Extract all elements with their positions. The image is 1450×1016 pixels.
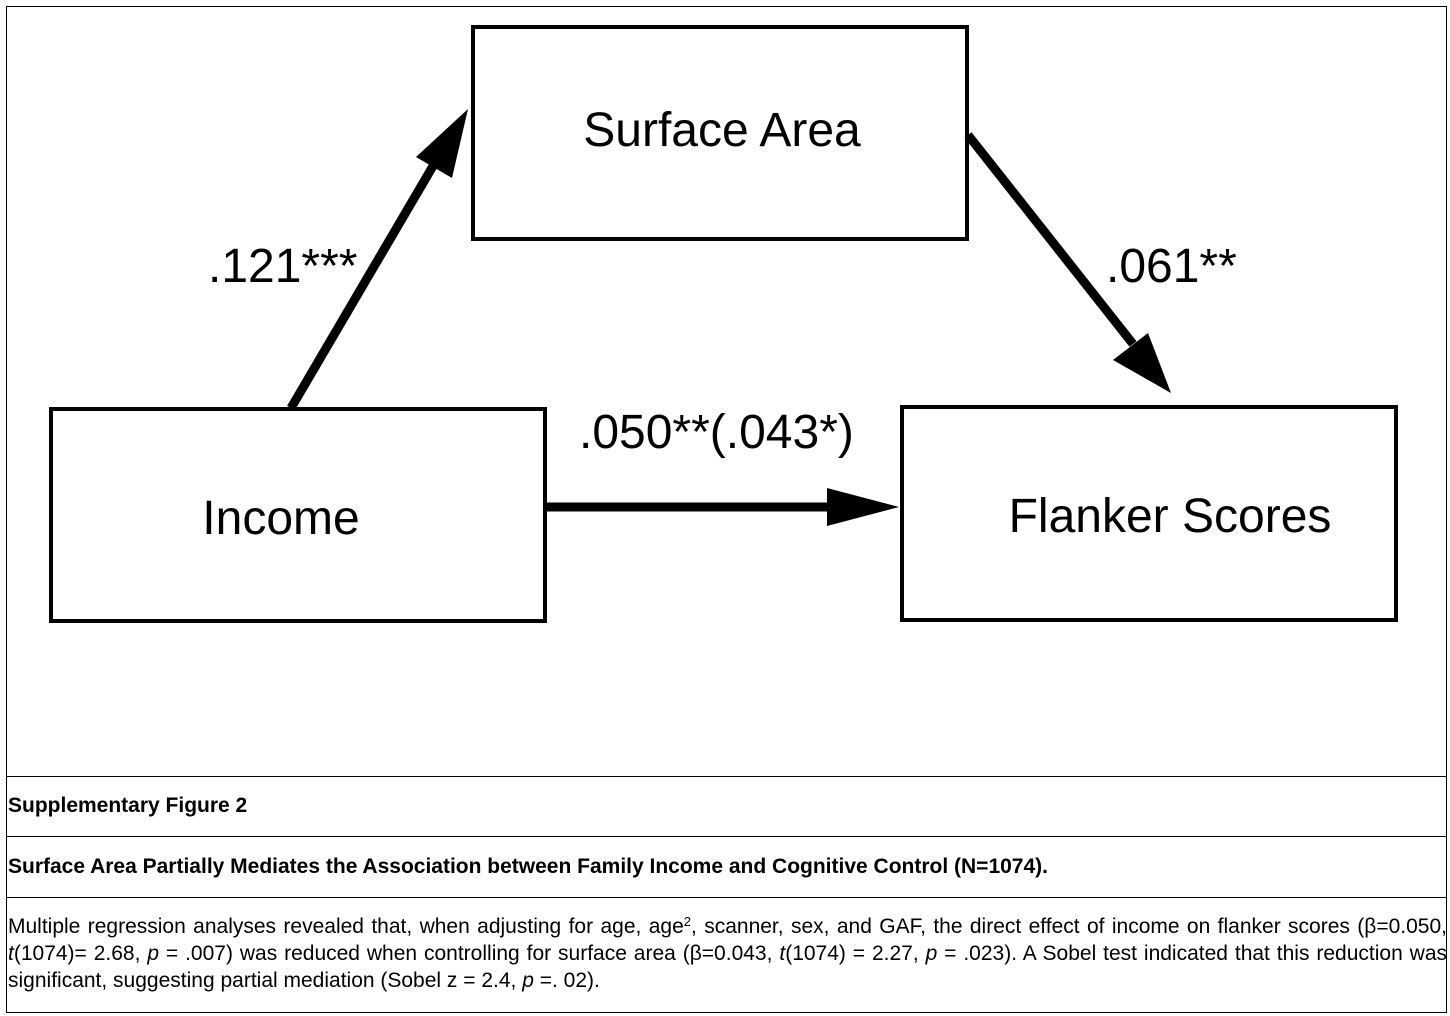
- italic-t: t: [779, 942, 786, 965]
- superscript: 2: [683, 914, 691, 929]
- coefficient-c-label: .050**(.043*): [579, 406, 854, 459]
- figure-label-row: Supplementary Figure 2: [7, 776, 1446, 837]
- arrow-income-to-surface-area: [287, 109, 468, 411]
- arrow-surface-area-to-flanker: [964, 132, 1171, 393]
- figure-label: Supplementary Figure 2: [8, 794, 248, 817]
- italic-t: t: [8, 942, 14, 965]
- figure-description: Multiple regression analyses revealed th…: [8, 913, 1447, 994]
- description-text: (1074)= 2.68,: [13, 942, 148, 965]
- figure-title: Surface Area Partially Mediates the Asso…: [8, 855, 1048, 878]
- diagram-cell: Surface Area Income Flanker Scores: [7, 7, 1446, 777]
- description-text: , scanner, sex, and GAF, the direct effe…: [691, 915, 1448, 938]
- figure-description-row: Multiple regression analyses revealed th…: [7, 898, 1447, 1012]
- italic-p: p: [925, 942, 938, 965]
- arrow-income-to-flanker: [546, 488, 899, 526]
- italic-p: p: [147, 942, 160, 965]
- node-income-box: [49, 407, 547, 623]
- figure-table: Surface Area Income Flanker Scores: [6, 6, 1447, 1013]
- description-text: Multiple regression analyses revealed th…: [8, 915, 684, 938]
- description-text: = .007) was reduced when controlling for…: [159, 942, 780, 965]
- node-flanker-scores-label: Flanker Scores: [1009, 490, 1332, 543]
- italic-p: p: [522, 969, 534, 992]
- coefficient-b-label: .061**: [1106, 240, 1237, 293]
- node-surface-area-label: Surface Area: [583, 104, 861, 157]
- node-flanker-scores-box: [900, 405, 1398, 622]
- description-text: =. 02).: [533, 969, 600, 992]
- mediation-diagram: Surface Area Income Flanker Scores: [49, 25, 1398, 623]
- node-surface-area-box: [471, 25, 969, 241]
- figure-title-row: Surface Area Partially Mediates the Asso…: [7, 837, 1446, 898]
- node-income-label: Income: [202, 492, 359, 545]
- coefficient-a-label: .121***: [208, 240, 357, 293]
- description-text: = .023). A Sobel test indicated that thi…: [8, 942, 1448, 992]
- description-text: (1074) = 2.27,: [785, 942, 926, 965]
